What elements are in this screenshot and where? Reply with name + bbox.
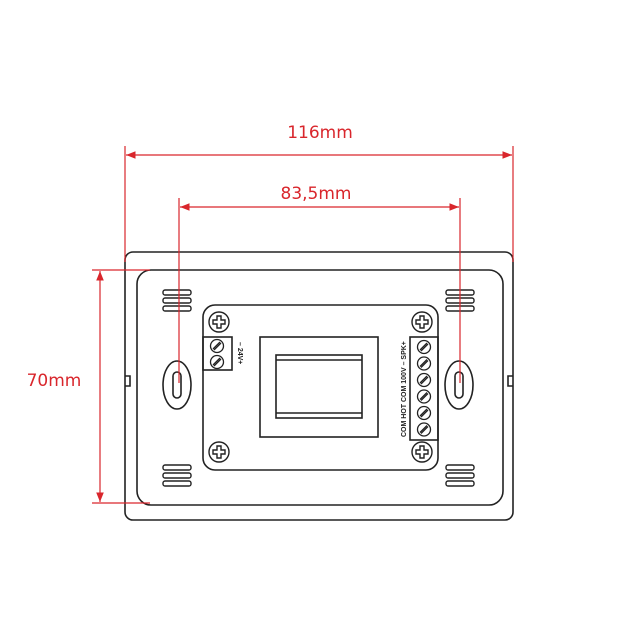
terminal-screws (209, 338, 432, 437)
terminal-screw-icon (416, 405, 432, 421)
corner-screws (208, 311, 433, 463)
terminal-screw-icon (209, 354, 225, 370)
terminal-screw-icon (416, 339, 432, 355)
power-terminal-label: – 24V+ (236, 342, 243, 364)
mounting-holes (162, 360, 474, 410)
terminal-screw-icon (209, 338, 225, 354)
output-terminal-label: COM HOT COM 100V – SPK+ (401, 341, 408, 437)
terminal-screw-icon (416, 422, 432, 437)
terminal-screw-icon (416, 389, 432, 404)
hole-spacing-dimension: 83,5mm (281, 184, 352, 204)
phillips-screw-icon (208, 441, 230, 463)
terminal-screw-icon (416, 356, 432, 371)
height-dimension: 70mm (27, 371, 82, 391)
phillips-screw-icon (411, 311, 433, 333)
width-dimension: 116mm (287, 123, 353, 143)
module-board (202, 304, 439, 471)
terminal-screw-icon (416, 372, 432, 388)
dimension-lines (92, 146, 514, 504)
phillips-screw-icon (208, 311, 230, 333)
wall-plate (124, 251, 514, 521)
phillips-screw-icon (411, 441, 433, 463)
